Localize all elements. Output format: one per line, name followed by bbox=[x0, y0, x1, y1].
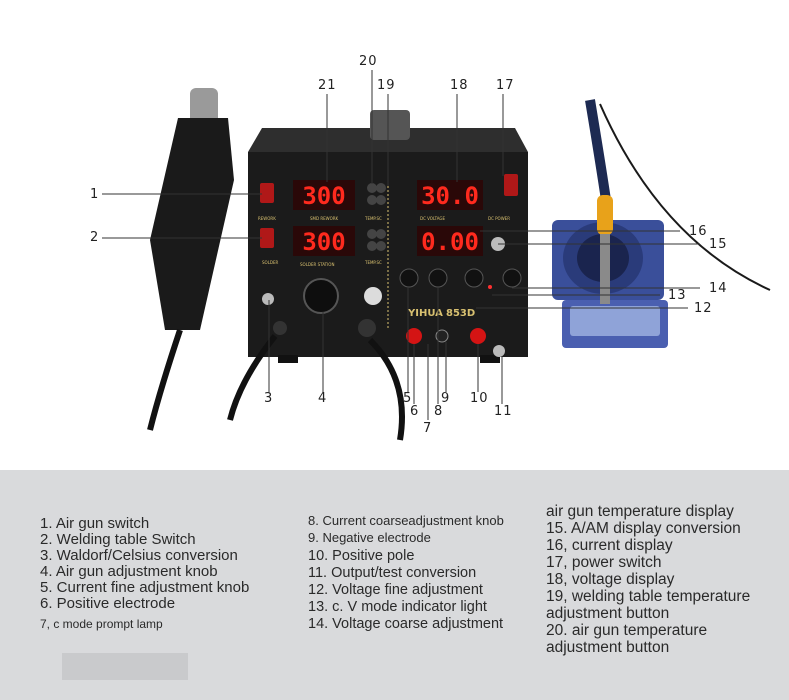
callout-6: 6 bbox=[410, 404, 420, 419]
legend-item-10: 10. Positive pole bbox=[308, 548, 415, 564]
legend-item-12: 12. Voltage fine adjustment bbox=[308, 582, 483, 598]
label-solder-station: SOLDER STATION bbox=[300, 262, 334, 267]
power-switch[interactable] bbox=[504, 174, 518, 196]
legend-item-6: 6. Positive electrode bbox=[40, 595, 176, 612]
callout-9: 9 bbox=[441, 391, 451, 406]
display-iron: 300 bbox=[293, 226, 355, 256]
positive-electrode[interactable] bbox=[406, 328, 422, 344]
display-air-gun: 300 bbox=[293, 180, 355, 210]
air-gun-temp-readout: 300 bbox=[302, 182, 345, 210]
iron-stand bbox=[552, 220, 668, 348]
air-gun-temp-buttons[interactable] bbox=[367, 183, 386, 205]
air-gun-adjustment-knob[interactable] bbox=[303, 278, 339, 314]
legend-item-21: air gun temperature display bbox=[546, 503, 734, 520]
air-gun-switch[interactable] bbox=[260, 183, 274, 203]
legend-item-16: 16, current display bbox=[546, 537, 673, 554]
voltage-fine-knob[interactable] bbox=[464, 268, 484, 288]
legend-item-14: 14. Voltage coarse adjustment bbox=[308, 616, 504, 632]
callout-17: 17 bbox=[496, 78, 515, 93]
blank-placeholder-block bbox=[62, 653, 188, 680]
label-temp-sc-1: TEMP.SC bbox=[364, 216, 382, 221]
product-photo: 300 300 30.0 0.00 SMD REWORK SOLDER STAT… bbox=[90, 54, 771, 441]
voltage-readout: 30.0 bbox=[421, 182, 479, 210]
legend-column-1: 1. Air gun switch 2. Welding table Switc… bbox=[40, 516, 249, 632]
callout-18: 18 bbox=[450, 78, 469, 93]
callout-4: 4 bbox=[318, 391, 328, 406]
current-fine-knob[interactable] bbox=[399, 268, 419, 288]
positive-pole[interactable] bbox=[470, 328, 486, 344]
callout-19: 19 bbox=[377, 78, 396, 93]
legend-item-8: 8. Current coarseadjustment knob bbox=[308, 513, 504, 528]
callout-2: 2 bbox=[90, 230, 100, 245]
label-smd-rework: SMD REWORK bbox=[310, 216, 339, 221]
callout-7: 7 bbox=[423, 421, 433, 436]
legend-item-9: 9. Negative electrode bbox=[308, 530, 431, 545]
callout-13: 13 bbox=[668, 288, 687, 303]
legend-item-18: 18, voltage display bbox=[546, 571, 675, 588]
iron-temp-readout: 300 bbox=[302, 228, 345, 256]
callout-16: 16 bbox=[689, 224, 708, 239]
label-temp-sc-2: TEMP.SC bbox=[364, 260, 382, 265]
model-label: 853D bbox=[446, 308, 475, 319]
negative-electrode[interactable] bbox=[435, 329, 449, 343]
display-voltage: 30.0 bbox=[417, 180, 483, 210]
legend-column-2: 8. Current coarseadjustment knob 9. Nega… bbox=[308, 512, 504, 633]
callout-15: 15 bbox=[709, 237, 728, 252]
legend-item-13: 13. c. V mode indicator light bbox=[308, 599, 487, 615]
welding-table-switch[interactable] bbox=[260, 228, 274, 248]
legend-item-7: 7, c mode prompt lamp bbox=[40, 617, 163, 631]
callout-10: 10 bbox=[470, 391, 489, 406]
callout-1: 1 bbox=[90, 187, 100, 202]
current-coarse-knob[interactable] bbox=[428, 268, 448, 288]
legend-item-2: 2. Welding table Switch bbox=[40, 531, 196, 548]
legend-item-20-cont: adjustment button bbox=[546, 639, 670, 656]
legend-item-3: 3. Waldorf/Celsius conversion bbox=[40, 547, 238, 564]
legend-item-17: 17, power switch bbox=[546, 554, 662, 571]
label-dc-power: DC POWER bbox=[488, 216, 510, 221]
legend-item-15: 15. A/AM display conversion bbox=[546, 520, 741, 537]
air-gun-connector bbox=[273, 321, 287, 335]
display-current: 0.00 bbox=[417, 226, 483, 256]
callout-11: 11 bbox=[494, 404, 513, 419]
soldering-station-illustration: 300 300 30.0 0.00 SMD REWORK SOLDER STAT… bbox=[102, 70, 771, 441]
callout-3: 3 bbox=[264, 391, 274, 406]
callout-leaders bbox=[102, 70, 700, 420]
cv-indicator-light bbox=[488, 285, 492, 289]
iron-connector bbox=[358, 319, 376, 337]
legend-item-19-cont: adjustment button bbox=[546, 605, 670, 622]
voltage-coarse-knob[interactable] bbox=[502, 268, 522, 288]
legend-item-20: 20. air gun temperature bbox=[546, 622, 708, 639]
iron-temp-buttons[interactable] bbox=[367, 229, 386, 251]
legend-item-19: 19, welding table temperature bbox=[546, 588, 751, 605]
legend-item-1: 1. Air gun switch bbox=[40, 515, 150, 532]
legend-item-11: 11. Output/test conversion bbox=[308, 565, 477, 581]
label-solder: SOLDER bbox=[262, 260, 279, 265]
brand-label: YIHUA bbox=[407, 308, 443, 319]
temp-knob-small[interactable] bbox=[364, 287, 382, 305]
label-rework: REWORK bbox=[258, 216, 276, 221]
output-test-switch[interactable] bbox=[493, 345, 505, 357]
callout-20: 20 bbox=[359, 54, 378, 69]
soldering-iron bbox=[585, 99, 771, 304]
callout-14: 14 bbox=[709, 281, 728, 296]
celsius-fahrenheit-switch[interactable] bbox=[262, 293, 274, 305]
label-dc-voltage: DC VOLTAGE bbox=[420, 216, 446, 221]
callout-12: 12 bbox=[694, 301, 713, 316]
callout-21: 21 bbox=[318, 78, 337, 93]
current-readout: 0.00 bbox=[421, 228, 479, 256]
legend-item-5: 5. Current fine adjustment knob bbox=[40, 579, 250, 596]
callout-5: 5 bbox=[403, 391, 413, 406]
callout-8: 8 bbox=[434, 404, 444, 419]
hot-air-gun bbox=[147, 88, 405, 441]
legend-column-3: air gun temperature display 15. A/AM dis… bbox=[546, 503, 750, 656]
legend-item-4: 4. Air gun adjustment knob bbox=[40, 563, 218, 580]
